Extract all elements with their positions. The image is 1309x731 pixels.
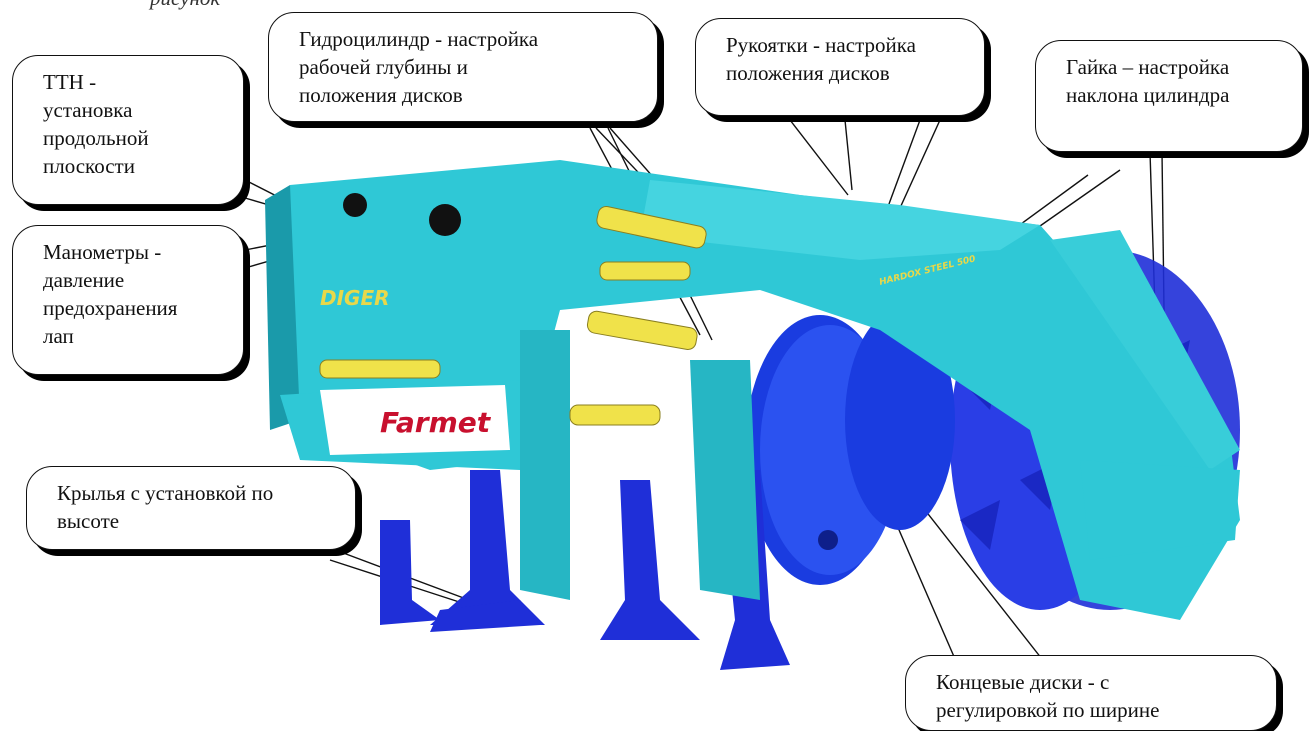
- callout-end-discs: Концевые диски - с регулировкой по ширин…: [905, 655, 1277, 731]
- callout-handles: Рукоятки - настройка положения дисков: [695, 18, 985, 116]
- callout-gauges: Манометры - давление предохранения лап: [12, 225, 244, 375]
- main-frame: [265, 160, 1240, 620]
- callout-nut: Гайка – настройка наклона цилиндра: [1035, 40, 1303, 152]
- model-label: DIGER: [320, 286, 390, 310]
- brand-label: Farmet: [380, 406, 492, 439]
- callout-ttn: ТТН - установка продольной плоскости: [12, 55, 244, 205]
- callout-hydrocylinder: Гидроцилиндр - настройка рабочей глубины…: [268, 12, 658, 122]
- callout-wings: Крылья с установкой по высоте: [26, 466, 356, 550]
